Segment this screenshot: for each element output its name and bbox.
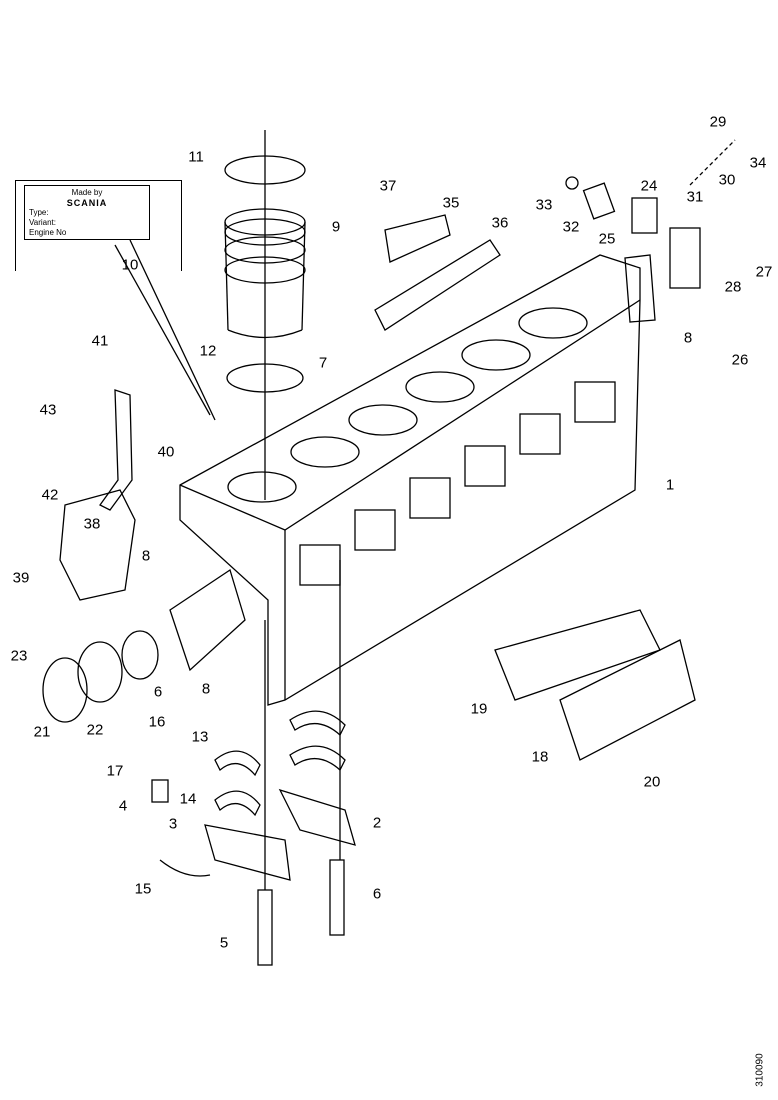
callout-28: 28 [724, 278, 742, 296]
gasket-19 [494, 609, 661, 701]
callout-6: 6 [153, 683, 163, 701]
callout-21: 21 [33, 723, 51, 741]
bearing-shell-14 [214, 790, 261, 817]
leader-10 [129, 239, 216, 421]
bearing-cap-2 [278, 788, 356, 846]
callout-29: 29 [709, 113, 727, 131]
callout-12: 12 [199, 342, 217, 360]
callout-18: 18 [531, 748, 549, 766]
callout-32: 32 [562, 218, 580, 236]
bearing-shell [289, 745, 346, 772]
callout-10: 10 [121, 256, 139, 274]
seal-ring-11 [224, 155, 306, 185]
type-plate-frame [15, 180, 182, 271]
plate-made-by: Made by [71, 188, 103, 197]
callout-27: 27 [755, 263, 773, 281]
callout-11: 11 [188, 148, 204, 166]
drawing-number: 310090 [754, 1053, 766, 1087]
callout-1: 1 [665, 476, 675, 494]
callout-31: 31 [686, 188, 704, 206]
callout-5: 5 [219, 934, 229, 952]
coolant-housing-24 [669, 227, 701, 289]
leader-10 [114, 244, 211, 416]
callout-8: 8 [683, 329, 693, 347]
plate-engine-no: Engine No [29, 228, 67, 237]
callout-15: 15 [134, 880, 152, 898]
plate-logo: SCANIA [66, 198, 108, 208]
callout-24: 24 [640, 177, 658, 195]
plate-variant: Variant: [29, 218, 56, 227]
callout-16: 16 [148, 713, 166, 731]
bracket-40 [99, 389, 133, 511]
leader-29 [689, 139, 736, 186]
cover-21 [42, 657, 88, 723]
callout-23: 23 [10, 647, 28, 665]
callout-8: 8 [201, 680, 211, 698]
callout-25: 25 [598, 230, 616, 248]
cover-38 [59, 489, 136, 601]
callout-8: 8 [141, 547, 151, 565]
gasket-36 [374, 239, 501, 331]
callout-43: 43 [39, 401, 57, 419]
bearing-shell [289, 710, 346, 737]
callout-42: 42 [41, 486, 59, 504]
bolt-5 [257, 889, 273, 966]
callout-35: 35 [442, 194, 460, 212]
callout-36: 36 [491, 214, 509, 232]
callout-9: 9 [331, 218, 341, 236]
gasket-22 [77, 641, 123, 703]
pipe-32 [582, 182, 616, 220]
callout-20: 20 [643, 773, 661, 791]
cover-18 [559, 639, 696, 761]
callout-39: 39 [12, 569, 30, 587]
callout-26: 26 [731, 351, 749, 369]
callout-19: 19 [470, 700, 488, 718]
bearing-shell-13 [214, 750, 261, 777]
callout-3: 3 [168, 815, 178, 833]
callout-4: 4 [118, 797, 128, 815]
gasket-25 [624, 254, 656, 323]
callout-34: 34 [749, 154, 767, 172]
bearing-cap-3 [204, 824, 291, 881]
dowel-4 [151, 779, 169, 803]
seal-ring-12 [226, 363, 304, 393]
cylinder-block [179, 254, 641, 706]
callout-40: 40 [157, 443, 175, 461]
type-plate: Made by SCANIA Type: Variant: Engine No [24, 185, 150, 240]
callout-30: 30 [718, 171, 736, 189]
callout-14: 14 [179, 790, 197, 808]
o-ring-33 [565, 176, 579, 190]
sleeve-24 [631, 197, 658, 234]
plate-type: Type: [29, 208, 49, 217]
callout-41: 41 [91, 332, 109, 350]
callout-22: 22 [86, 721, 104, 739]
callout-38: 38 [83, 515, 101, 533]
cylinder-liner [224, 208, 306, 339]
callout-33: 33 [535, 196, 553, 214]
callout-6: 6 [372, 885, 382, 903]
bolt-6 [329, 859, 345, 936]
gasket-35 [384, 214, 451, 263]
callout-17: 17 [106, 762, 124, 780]
callout-7: 7 [318, 354, 328, 372]
callout-13: 13 [191, 728, 209, 746]
callout-2: 2 [372, 814, 382, 832]
thrust-washer-15 [159, 859, 211, 877]
seal-6 [121, 630, 159, 680]
housing-flange [169, 568, 246, 672]
callout-37: 37 [379, 177, 397, 195]
